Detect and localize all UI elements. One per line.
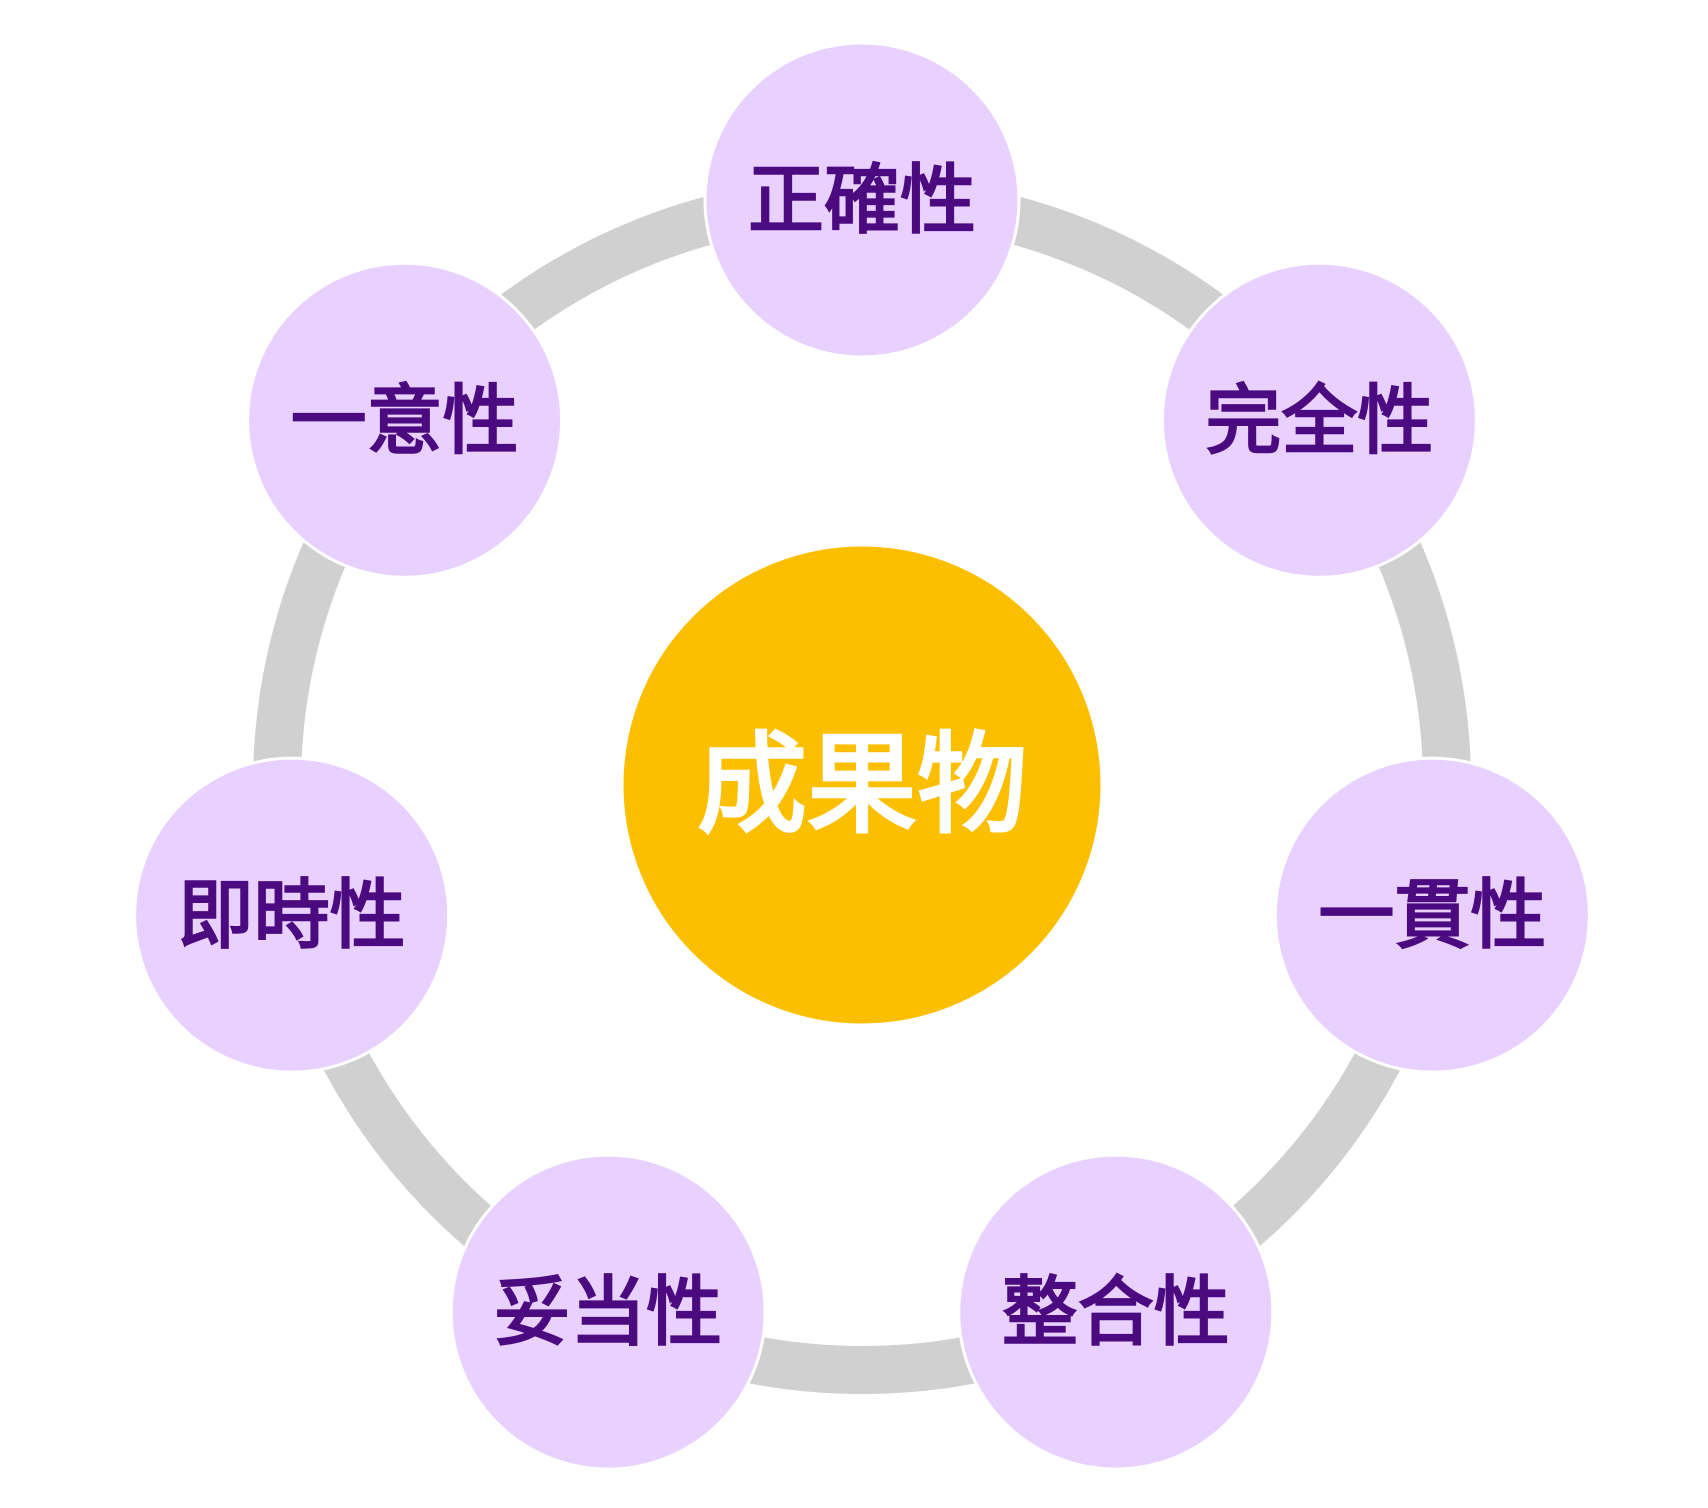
quality-node-label: 一貫性 [1318, 871, 1546, 960]
quality-node: 整合性 [957, 1153, 1275, 1471]
quality-node-circle [703, 41, 1021, 359]
center-node: 成果物 [620, 543, 1104, 1027]
quality-node-circle [1273, 756, 1591, 1074]
quality-node-circle [1160, 261, 1478, 579]
center-label: 成果物 [697, 721, 1027, 849]
center-circle [620, 543, 1104, 1027]
quality-node-circle [957, 1153, 1275, 1471]
quality-node-label: 妥当性 [494, 1268, 722, 1357]
quality-node: 完全性 [1160, 261, 1478, 579]
quality-node: 正確性 [703, 41, 1021, 359]
quality-node-label: 即時性 [178, 871, 406, 960]
quality-node-label: 正確性 [748, 156, 976, 245]
quality-node: 即時性 [133, 756, 451, 1074]
quality-node-circle [133, 756, 451, 1074]
quality-node: 妥当性 [449, 1153, 767, 1471]
quality-node: 一意性 [246, 261, 564, 579]
quality-node-label: 一意性 [291, 376, 519, 465]
quality-node: 一貫性 [1273, 756, 1591, 1074]
quality-node-circle [246, 261, 564, 579]
quality-node-label: 完全性 [1205, 376, 1433, 465]
quality-node-label: 整合性 [1002, 1268, 1230, 1357]
quality-node-circle [449, 1153, 767, 1471]
